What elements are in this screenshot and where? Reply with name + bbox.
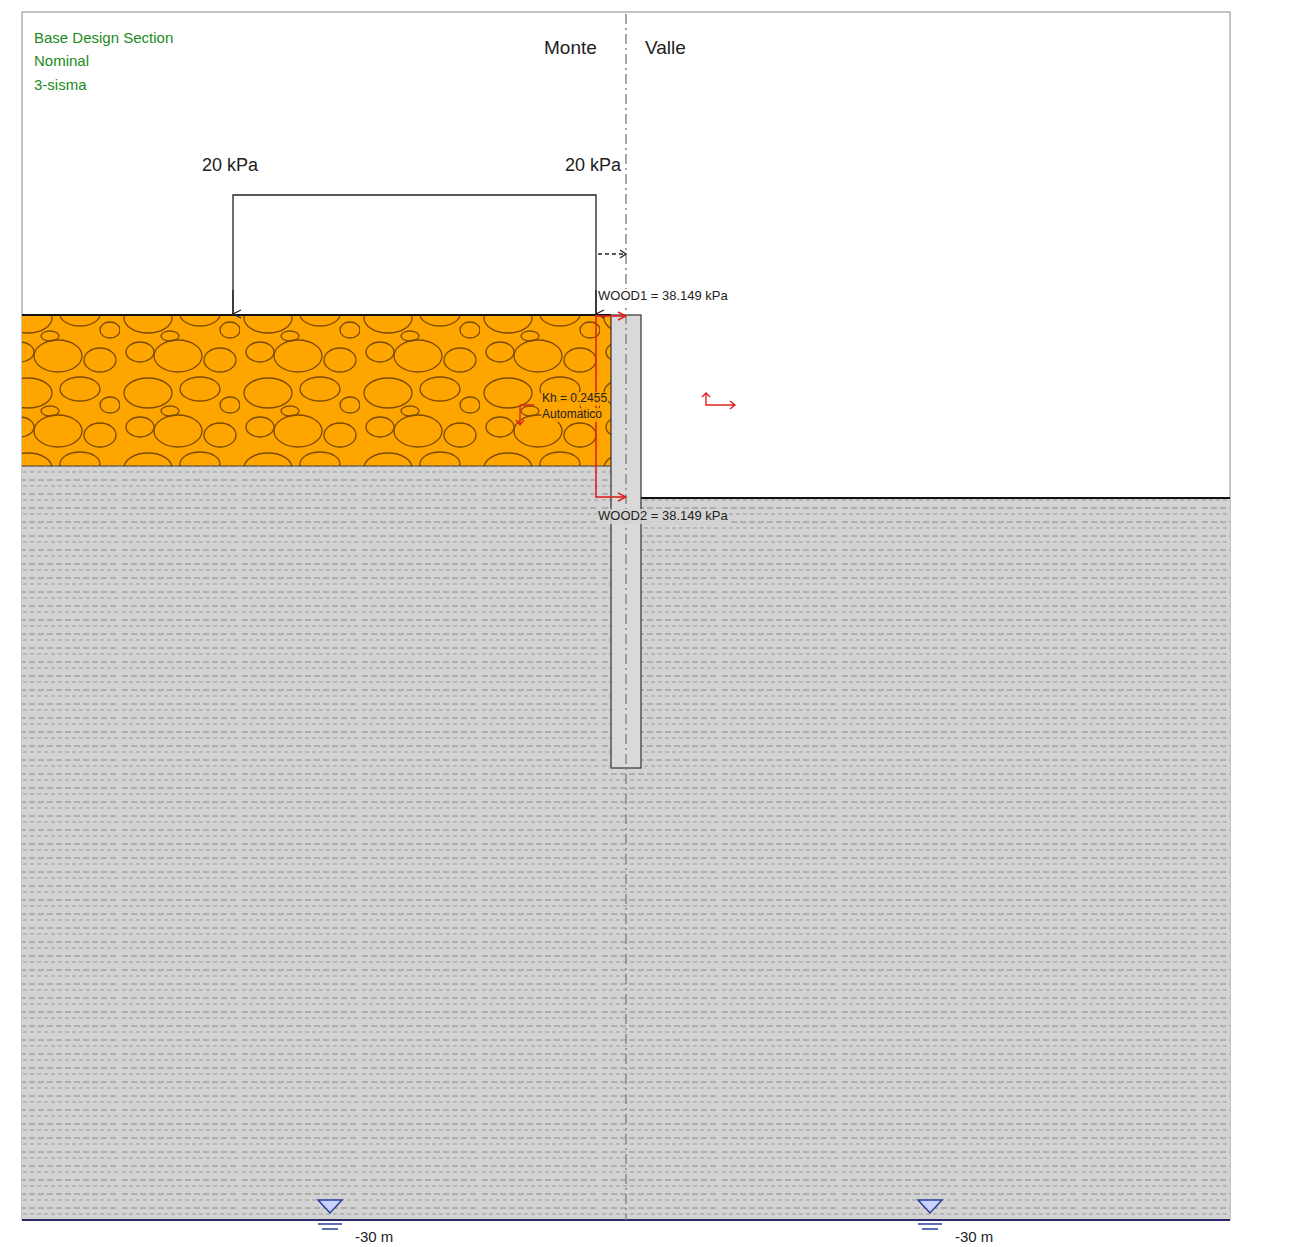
pressure-label: WOOD1 = 38.149 kPa (597, 289, 729, 304)
stage-name: 3-sisma (34, 76, 87, 93)
section-title: Base Design Section (34, 29, 173, 46)
seismic-mode: Automatico (541, 408, 603, 422)
load-value: 20 kPa (202, 155, 258, 176)
water-depth: -30 m (954, 1228, 994, 1245)
seismic-coefficient: Kh = 0.2455 (541, 392, 608, 406)
load-value: 20 kPa (565, 155, 621, 176)
side-label: Monte (544, 37, 597, 59)
pressure-label: WOOD2 = 38.149 kPa (597, 509, 729, 524)
side-label: Valle (645, 37, 686, 59)
water-depth: -30 m (354, 1228, 394, 1245)
scenario-name: Nominal (34, 52, 89, 69)
